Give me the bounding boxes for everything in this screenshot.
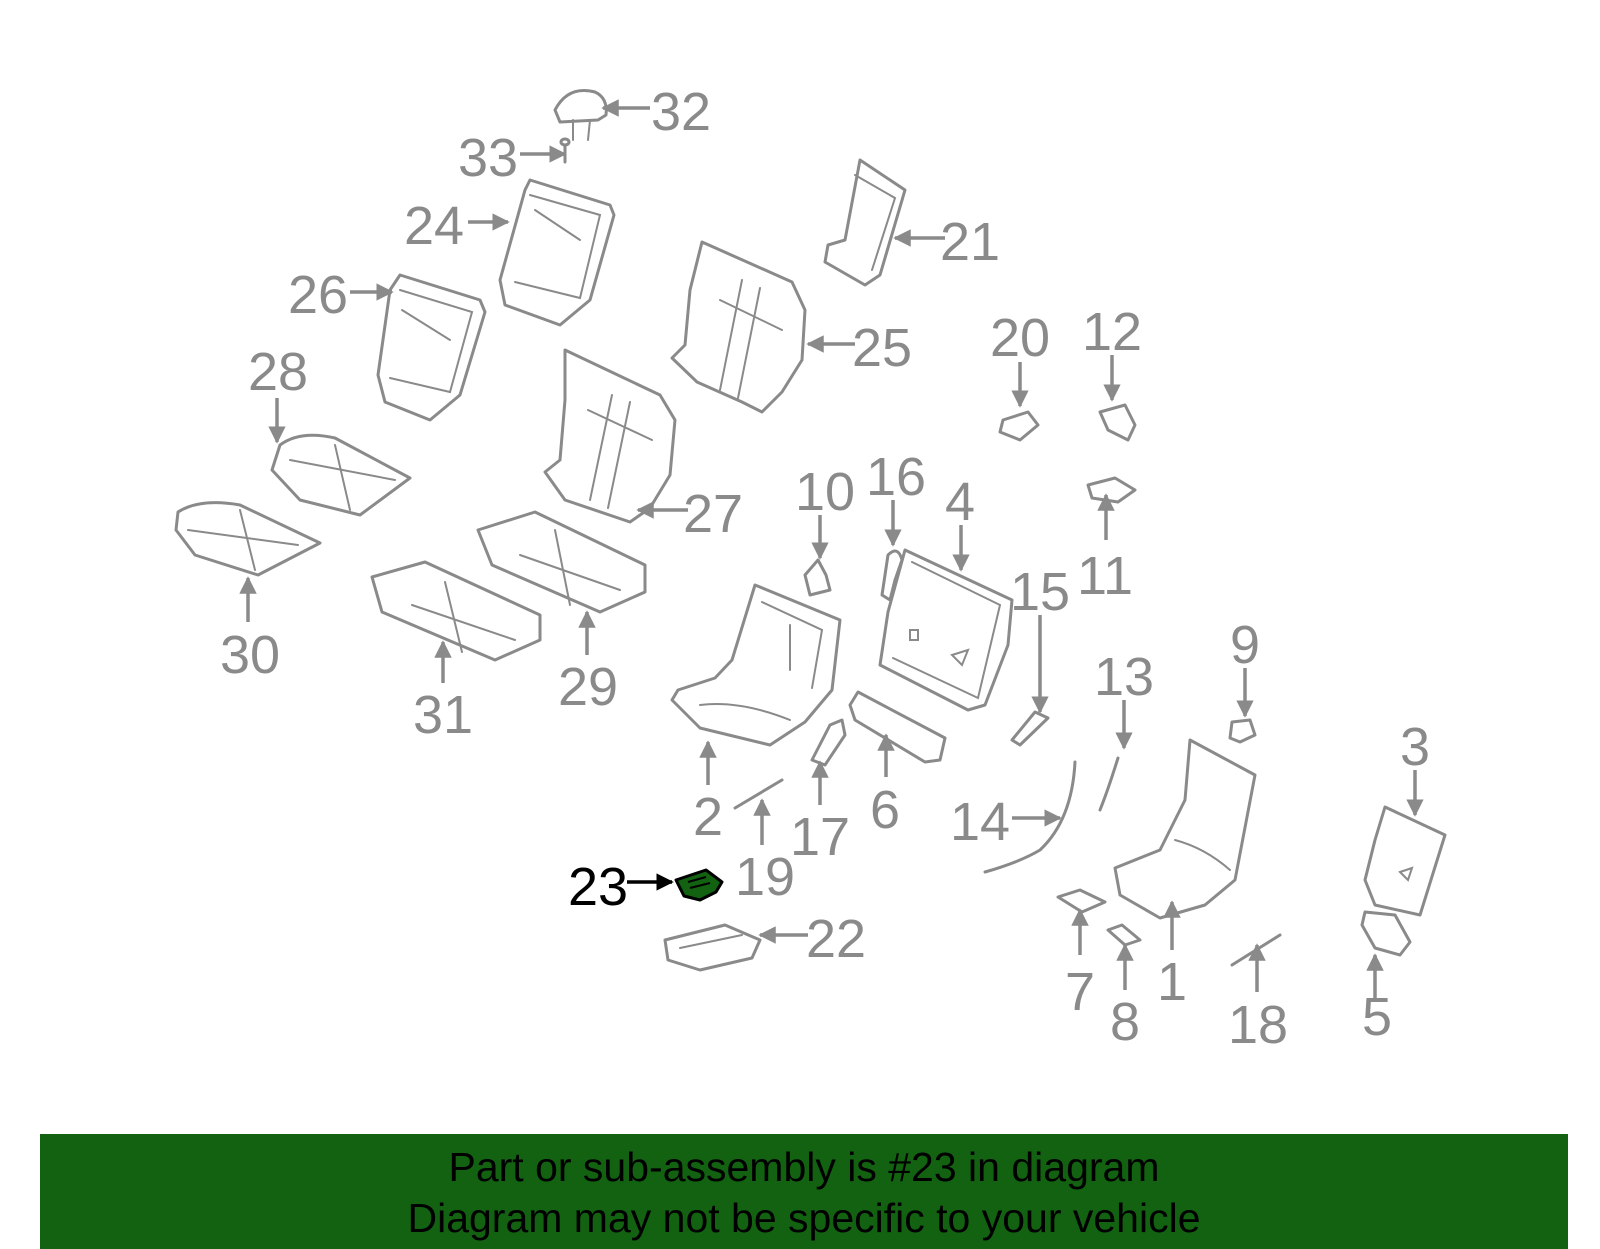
part-12-latch <box>1098 403 1137 442</box>
callout-13: 13 <box>1094 647 1154 707</box>
callout-21: 21 <box>940 212 1000 272</box>
info-banner: Part or sub-assembly is #23 in diagram D… <box>40 1134 1568 1249</box>
banner-line-part-number: Part or sub-assembly is #23 in diagram <box>448 1144 1160 1190</box>
part-27-seatback-frame <box>543 348 677 524</box>
part-9-clip <box>1228 718 1257 744</box>
part-6-rail <box>848 690 947 764</box>
callout-3: 3 <box>1400 717 1430 777</box>
part-25-seatback-frame <box>670 240 807 414</box>
callout-12: 12 <box>1082 302 1142 362</box>
callout-26: 26 <box>288 265 348 325</box>
callout-30: 30 <box>220 625 280 685</box>
part-22-tray <box>663 923 762 972</box>
callout-14: 14 <box>950 792 1010 852</box>
part-24-seatback-panel <box>498 178 616 327</box>
callout-25: 25 <box>852 318 912 378</box>
callout-6: 6 <box>870 780 900 840</box>
part-33-headrest-guide <box>559 137 571 164</box>
callout-15: 15 <box>1010 562 1070 622</box>
callout-24: 24 <box>404 196 464 256</box>
part-1-seat-frame <box>1113 738 1257 920</box>
callout-18: 18 <box>1228 995 1288 1055</box>
part-13-rod <box>1098 756 1120 812</box>
callout-11: 11 <box>1077 546 1133 606</box>
callout-29: 29 <box>558 657 618 717</box>
part-20-clip <box>998 410 1040 442</box>
part-23-highlighted <box>674 868 724 902</box>
callout-23-highlighted: 23 <box>568 857 628 917</box>
part-32-headrest <box>553 89 608 141</box>
part-15-strap <box>1010 710 1050 747</box>
callout-8: 8 <box>1110 992 1140 1052</box>
callout-16: 16 <box>866 447 926 507</box>
callout-19: 19 <box>735 847 795 907</box>
part-7-pad <box>1056 888 1107 914</box>
part-10-bracket <box>803 558 832 597</box>
callout-1: 1 <box>1157 952 1187 1012</box>
callout-27: 27 <box>683 484 743 544</box>
callout-7: 7 <box>1065 962 1095 1022</box>
part-4-seatback-board <box>878 548 1014 712</box>
callout-31: 31 <box>413 685 473 745</box>
part-2-seat-frame <box>670 583 842 747</box>
part-29-seat-cushion <box>476 510 647 614</box>
part-26-seatback-panel <box>376 273 487 422</box>
callout-9: 9 <box>1230 615 1260 675</box>
part-8-clip <box>1106 923 1142 947</box>
callout-22: 22 <box>806 909 866 969</box>
part-19-rod <box>733 778 784 810</box>
callout-28: 28 <box>248 342 308 402</box>
part-3-seatback-frame <box>1363 805 1447 917</box>
callout-10: 10 <box>795 462 855 522</box>
banner-line-disclaimer: Diagram may not be specific to your vehi… <box>407 1195 1201 1241</box>
callout-4: 4 <box>945 472 975 532</box>
part-5-bracket <box>1360 910 1412 957</box>
leader-arrows <box>239 99 1424 1000</box>
callout-32: 32 <box>651 82 711 142</box>
part-11-latch <box>1086 476 1137 504</box>
callout-33: 33 <box>458 128 518 188</box>
part-21-side-trim <box>823 158 907 287</box>
callout-17: 17 <box>790 807 850 867</box>
part-28-seat-cushion <box>270 433 412 517</box>
part-30-seat-cushion <box>174 501 322 577</box>
callout-20: 20 <box>990 308 1050 368</box>
part-17-cover <box>810 718 847 767</box>
callout-2: 2 <box>693 787 723 847</box>
part-31-seat-cushion <box>370 560 542 662</box>
callout-5: 5 <box>1362 987 1392 1047</box>
